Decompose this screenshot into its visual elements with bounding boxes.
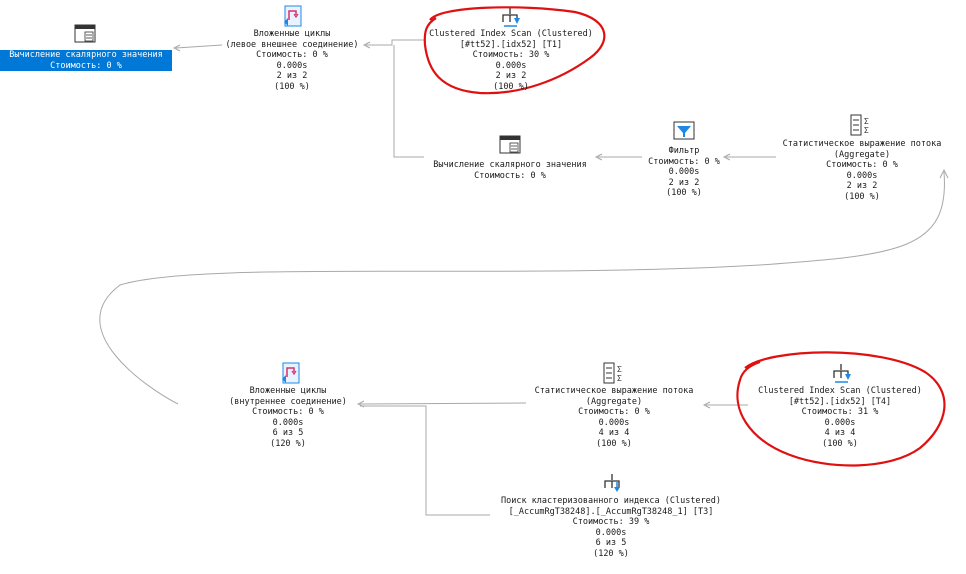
node-rows: 4 из 4 [824, 428, 856, 439]
nested-loops-icon [282, 362, 300, 384]
clustered-index-scan-icon [833, 364, 851, 383]
node-rows: 2 из 2 [495, 71, 527, 82]
node-time: 0.000s [595, 527, 627, 538]
node-rows-pct: (100 %) [822, 438, 858, 449]
plan-node-nested-loops[interactable]: Вложенные циклы (внутреннее соединение) … [218, 386, 358, 450]
stream-aggregate-icon: Σ Σ [850, 114, 869, 136]
annotation-circle [736, 351, 946, 467]
node-rows-pct: (100 %) [666, 188, 702, 199]
node-rows: 6 из 5 [272, 428, 304, 439]
arrowhead [722, 153, 731, 161]
connector-arrow [175, 44, 223, 49]
clustered-index-seek-icon [604, 474, 620, 492]
node-rows: 2 из 2 [276, 71, 308, 82]
clustered-index-scan-icon [502, 8, 520, 27]
node-label-line: (Aggregate) [833, 149, 891, 160]
node-cost: Стоимость: 0 % [252, 407, 324, 418]
node-cost: Стоимость: 0 % [474, 170, 546, 181]
node-time: 0.000s [598, 417, 630, 428]
connector-arrow [366, 39, 424, 46]
node-time: 0.000s [824, 417, 856, 428]
node-label-line: [#tt52].[idx52] [T1] [459, 39, 563, 50]
node-label-line: Статистическое выражение потока [782, 139, 942, 149]
node-rows-pct: (120 %) [593, 548, 629, 559]
node-time: 0.000s [276, 60, 308, 71]
node-cost: Стоимость: 30 % [472, 50, 550, 61]
arrowhead [594, 153, 603, 161]
plan-node-compute-scalar[interactable]: Вычисление скалярного значения Стоимость… [0, 50, 172, 72]
node-rows-pct: (100 %) [844, 191, 880, 202]
node-cost: Стоимость: 31 % [801, 407, 879, 418]
compute-scalar-icon [74, 24, 96, 43]
node-rows-pct: (100 %) [596, 438, 632, 449]
arrowhead [939, 168, 949, 179]
arrowhead [362, 41, 371, 49]
node-rows: 2 из 2 [846, 181, 878, 192]
node-rows: 4 из 4 [598, 428, 630, 439]
connector-arrow [360, 405, 490, 516]
node-rows-pct: (100 %) [493, 81, 529, 92]
plan-node-filter[interactable]: Фильтр Стоимость: 0 % 0.000s 2 из 2 (100… [640, 146, 728, 199]
node-cost: Стоимость: 0 % [0, 60, 172, 72]
node-time: 0.000s [495, 60, 527, 71]
node-label-line: Вложенные циклы [253, 29, 331, 39]
plan-node-clustered-index-scan[interactable]: Clustered Index Scan (Clustered) [#tt52]… [748, 386, 932, 450]
node-label-line: Вычисление скалярного значения [433, 160, 587, 170]
connector-arrow [359, 402, 527, 405]
plan-node-clustered-index-seek[interactable]: Поиск кластеризованного индекса (Cluster… [486, 496, 736, 560]
node-label-line: Вычисление скалярного значения [0, 50, 172, 61]
connector-arrow [393, 45, 424, 158]
node-cost: Стоимость: 39 % [572, 517, 650, 528]
node-rows: 6 из 5 [595, 538, 627, 549]
connector-arrow [99, 171, 945, 405]
node-label-line: Поиск кластеризованного индекса (Cluster… [500, 496, 722, 506]
node-label-line: (Aggregate) [585, 396, 643, 407]
node-label-line: [_AccumRgT38248].[_AccumRgT38248_1] [T3] [508, 506, 714, 517]
stream-aggregate-icon: Σ Σ [603, 362, 622, 384]
filter-icon [673, 121, 695, 140]
svg-text:Σ: Σ [864, 117, 869, 126]
node-rows: 2 из 2 [668, 177, 700, 188]
plan-node-compute-scalar[interactable]: Вычисление скалярного значения Стоимость… [424, 160, 596, 181]
node-rows-pct: (100 %) [274, 81, 310, 92]
plan-node-stream-aggregate[interactable]: Статистическое выражение потока (Aggrega… [774, 139, 950, 203]
node-label-line: Вложенные циклы [249, 386, 327, 396]
svg-text:Σ: Σ [617, 374, 622, 383]
node-label-line: Фильтр [668, 146, 700, 156]
node-time: 0.000s [668, 167, 700, 178]
node-cost: Стоимость: 0 % [826, 160, 898, 171]
node-label-line: (левое внешнее соединение) [225, 39, 359, 50]
node-label-line: [#tt52].[idx52] [T4] [788, 396, 892, 407]
nested-loops-icon [284, 5, 302, 27]
node-cost: Стоимость: 0 % [256, 50, 328, 61]
node-label-line: Clustered Index Scan (Clustered) [429, 29, 593, 39]
svg-text:Σ: Σ [617, 365, 622, 374]
node-label-line: (внутреннее соединение) [229, 396, 347, 407]
node-rows-pct: (120 %) [270, 438, 306, 449]
plan-node-clustered-index-scan[interactable]: Clustered Index Scan (Clustered) [#tt52]… [420, 29, 602, 93]
node-cost: Стоимость: 0 % [648, 156, 720, 167]
plan-node-nested-loops[interactable]: Вложенные циклы (левое внешнее соединени… [212, 29, 372, 93]
annotation-circle [423, 6, 606, 95]
plan-node-stream-aggregate[interactable]: Статистическое выражение потока (Aggrega… [526, 386, 702, 450]
node-cost: Стоимость: 0 % [578, 407, 650, 418]
node-label-line: Статистическое выражение потока [534, 386, 694, 396]
arrowhead [702, 401, 711, 409]
node-label-line: Clustered Index Scan (Clustered) [758, 386, 922, 396]
node-time: 0.000s [272, 417, 304, 428]
arrowhead [172, 44, 181, 52]
node-time: 0.000s [846, 170, 878, 181]
compute-scalar-icon [499, 135, 521, 154]
svg-text:Σ: Σ [864, 126, 869, 135]
